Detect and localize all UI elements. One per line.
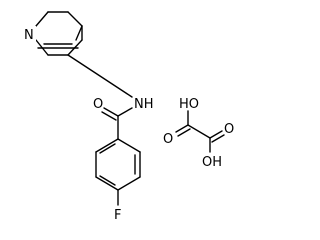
bond [187, 124, 211, 139]
label-mask [22, 26, 36, 42]
bond [99, 143, 116, 154]
fluorine-label: F [114, 208, 121, 223]
bond [95, 176, 119, 191]
bond [95, 138, 119, 153]
amide-nh-label: NH [134, 97, 154, 112]
bond [177, 128, 191, 137]
bond [175, 124, 189, 133]
bond [117, 138, 141, 153]
fluorophenyl-ring [95, 138, 141, 191]
carbonyl-oxygen-label: O [93, 97, 103, 112]
structure-drawing: N NH O F HO O O OH [22, 11, 234, 223]
bond [117, 107, 133, 117]
structure-canvas: N NH O F HO O O OH [22, 11, 234, 223]
bond [103, 107, 119, 117]
quinuclidine-ring [35, 11, 83, 56]
oxalic-acid [175, 110, 225, 153]
oxalic-carbonyl-oxygen-right-label: O [224, 122, 234, 137]
bond [67, 11, 83, 27]
bond [99, 175, 116, 186]
oxalic-hydroxyl-bottom-label: OH [202, 155, 222, 170]
bond [117, 176, 141, 191]
label-mask [133, 95, 157, 111]
bond [209, 130, 223, 139]
bond [67, 54, 133, 98]
ring-nitrogen-label: N [24, 28, 34, 43]
oxalic-carbonyl-oxygen-left-label: O [163, 132, 173, 147]
oxalic-hydroxyl-top-label: HO [179, 97, 199, 112]
bond [101, 111, 117, 121]
bond [211, 134, 225, 143]
bond [75, 25, 83, 41]
bond [35, 11, 49, 27]
